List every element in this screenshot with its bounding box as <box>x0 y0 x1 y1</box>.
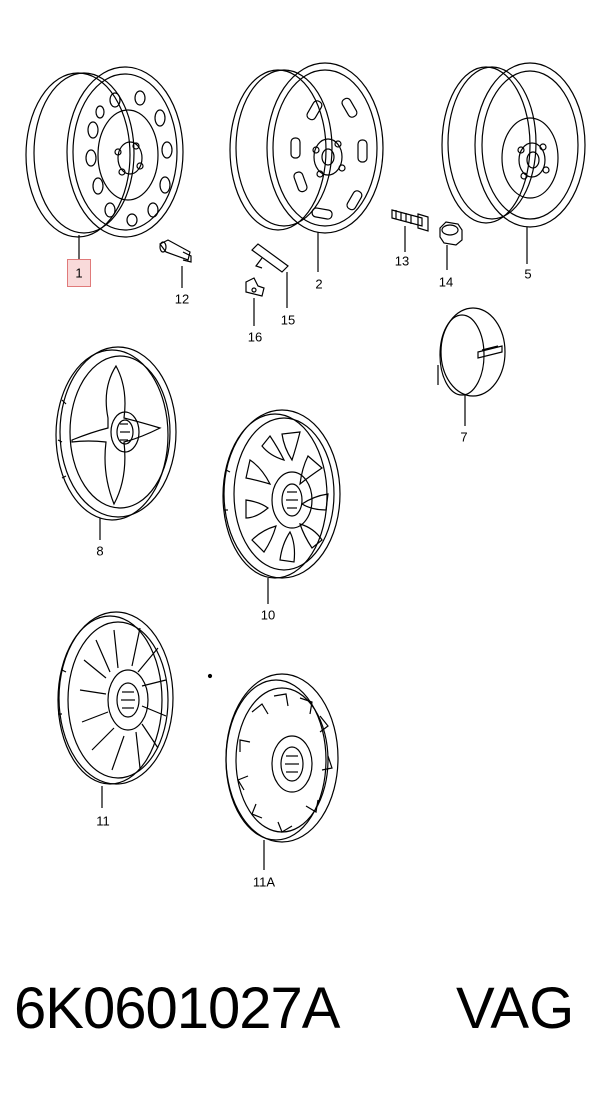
nut-cap-14[interactable] <box>440 222 462 270</box>
callout-15-label[interactable]: 15 <box>280 312 296 328</box>
steel-wheel-1[interactable] <box>26 67 183 259</box>
stray-dot <box>209 675 212 678</box>
part-footer: 6K0601027A VAG <box>14 975 594 1055</box>
valve-12[interactable] <box>160 240 191 288</box>
wheel-5[interactable] <box>442 63 585 264</box>
callout-10-label[interactable]: 10 <box>260 607 276 623</box>
callout-12-label[interactable]: 12 <box>174 291 190 307</box>
callout-11-label[interactable]: 11 <box>96 813 110 829</box>
callout-7-label[interactable]: 7 <box>460 429 468 445</box>
clip-16[interactable] <box>246 278 264 326</box>
hubcap-11A[interactable] <box>226 674 338 870</box>
callout-11A-label[interactable]: 11A <box>252 874 276 890</box>
callout-2-label[interactable]: 2 <box>315 276 323 292</box>
bolt-13[interactable] <box>392 210 428 252</box>
exploded-parts-diagram: 1 2 5 7 8 10 11 11A 12 13 14 15 16 <box>0 0 600 890</box>
part-number: 6K0601027A <box>14 976 340 1041</box>
callout-5-label[interactable]: 5 <box>524 266 532 282</box>
callout-1-label: 1 <box>75 265 83 281</box>
steel-wheel-2[interactable] <box>230 63 383 272</box>
center-cap-7[interactable] <box>438 308 505 426</box>
callout-16-label[interactable]: 16 <box>247 329 263 345</box>
callout-1-highlight[interactable]: 1 <box>67 259 91 287</box>
hubcap-10[interactable] <box>223 410 340 604</box>
callout-13-label[interactable]: 13 <box>394 253 410 269</box>
brand-name: VAG <box>456 976 575 1041</box>
callout-14-label[interactable]: 14 <box>438 274 454 290</box>
hubcap-8[interactable] <box>56 347 176 540</box>
callout-8-label[interactable]: 8 <box>96 543 104 559</box>
hubcap-11[interactable] <box>58 612 173 808</box>
balance-weight-15[interactable] <box>252 244 288 308</box>
